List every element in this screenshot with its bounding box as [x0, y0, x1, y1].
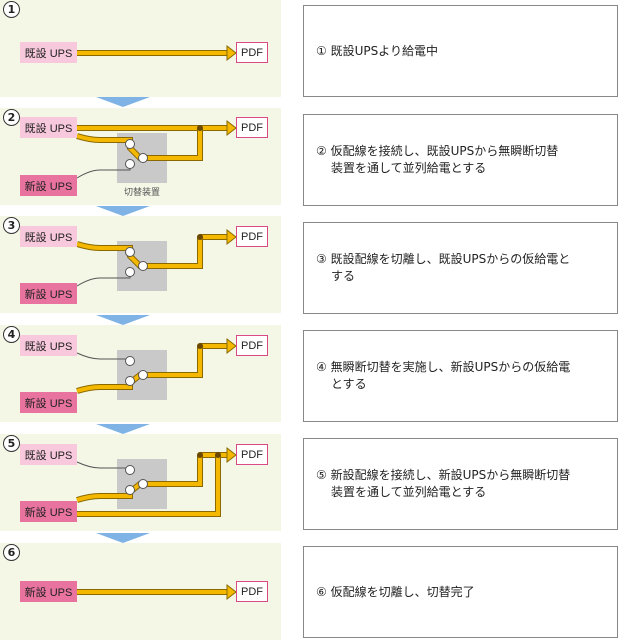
pdf-box: PDF	[236, 117, 268, 138]
step-5-panel: 5 既設 UPS 新設 UPS PDF	[0, 434, 281, 531]
description-line: 装置を通して並列給電とする	[331, 161, 487, 175]
pdf-box: PDF	[236, 444, 268, 465]
step-6-wiring	[77, 583, 237, 601]
step-6-description: ⑥ 仮配線を切離し、切替完了	[303, 546, 618, 638]
step-number: 3	[3, 217, 20, 234]
step-1-panel: 1 既設 UPS PDF	[0, 0, 281, 97]
pdf-box: PDF	[236, 42, 268, 63]
step-arrow-icon	[96, 533, 150, 543]
new-ups-box: 新設 UPS	[20, 175, 77, 196]
step-3-panel: 3 既設 UPS 新設 UPS PDF	[0, 216, 281, 313]
description-line: ④ 無瞬断切替を実施し、新設UPSからの仮給電	[316, 360, 571, 374]
description-line: する	[331, 269, 356, 283]
description-line: ⑥ 仮配線を切離し、切替完了	[316, 584, 475, 599]
description-line: ③ 既設配線を切離し、既設UPSからの仮給電と	[316, 252, 571, 266]
old-ups-box: 既設 UPS	[20, 42, 77, 63]
description-line: 装置を通して並列給電とする	[331, 485, 487, 499]
step-2-description: ② 仮配線を接続し、既設UPSから無瞬断切替装置を通して並列給電とする	[303, 114, 618, 206]
step-number: 5	[3, 435, 20, 452]
new-ups-box: 新設 UPS	[20, 392, 77, 413]
step-6-panel: 6 新設 UPS PDF	[0, 543, 281, 640]
step-number: 4	[3, 326, 20, 343]
step-arrow-icon	[96, 97, 150, 107]
description-line: ② 仮配線を接続し、既設UPSから無瞬断切替	[316, 144, 559, 158]
step-4-wiring	[76, 337, 237, 394]
step-number: 1	[3, 1, 20, 18]
step-arrow-icon	[96, 315, 150, 325]
step-4-panel: 4 既設 UPS 新設 UPS PDF	[0, 325, 281, 422]
old-ups-box: 既設 UPS	[20, 335, 77, 356]
pdf-box: PDF	[236, 581, 268, 602]
description-line: ⑤ 新設配線を接続し、新設UPSから無瞬断切替	[316, 468, 571, 482]
step-arrow-icon	[96, 206, 150, 216]
step-arrow-icon	[96, 424, 150, 434]
new-ups-box: 新設 UPS	[20, 501, 77, 522]
step-number: 2	[3, 109, 20, 126]
switch-device-label: 切替装置	[123, 188, 160, 198]
step-5-description: ⑤ 新設配線を接続し、新設UPSから無瞬断切替装置を通して並列給電とする	[303, 438, 618, 530]
step-1-wiring	[77, 44, 237, 62]
step-5-wiring	[76, 446, 237, 517]
old-ups-box: 既設 UPS	[20, 226, 77, 247]
pdf-box: PDF	[236, 335, 268, 356]
step-2-panel: 2 切替装置 既設 UPS 新設 UPS PDF	[0, 108, 281, 205]
description-line: ① 既設UPSより給電中	[316, 43, 438, 58]
old-ups-box: 既設 UPS	[20, 117, 77, 138]
step-3-description: ③ 既設配線を切離し、既設UPSからの仮給電とする	[303, 222, 618, 314]
step-number: 6	[3, 544, 20, 561]
step-2-wiring	[76, 119, 237, 179]
new-ups-box: 新設 UPS	[20, 581, 77, 602]
description-line: とする	[331, 377, 367, 391]
step-4-description: ④ 無瞬断切替を実施し、新設UPSからの仮給電とする	[303, 330, 618, 422]
new-ups-box: 新設 UPS	[20, 283, 77, 304]
step-1-description: ① 既設UPSより給電中	[303, 5, 618, 97]
old-ups-box: 既設 UPS	[20, 444, 77, 465]
pdf-box: PDF	[236, 226, 268, 247]
step-3-wiring	[76, 228, 237, 287]
